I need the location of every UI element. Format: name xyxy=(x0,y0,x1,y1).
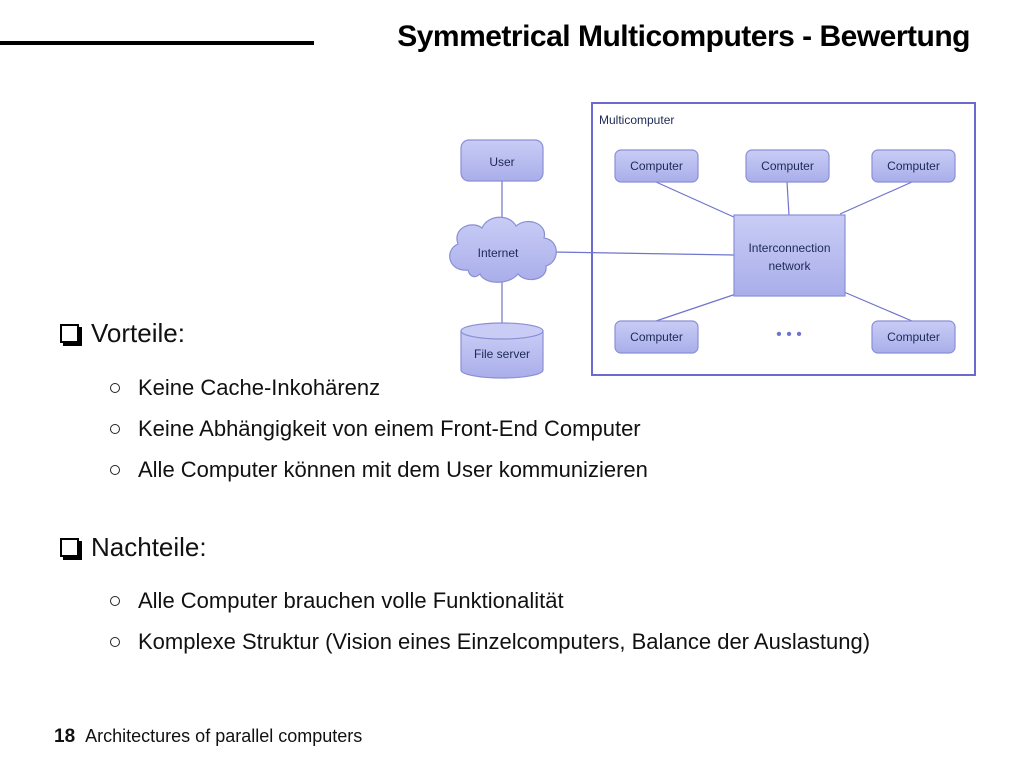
more-computers-ellipsis: • • • xyxy=(776,326,802,343)
computer-label: Computer xyxy=(761,159,814,173)
file-server-label: File server xyxy=(474,347,530,361)
edge-internet-interconnect xyxy=(552,251,735,256)
circle-bullet-icon xyxy=(110,464,120,475)
list-item-text: Komplexe Struktur (Vision eines Einzelco… xyxy=(138,628,871,654)
cons-heading: Nachteile: xyxy=(60,532,207,563)
title-rule xyxy=(0,41,314,45)
file-server-node: File server xyxy=(460,322,544,379)
multicomputer-label: Multicomputer xyxy=(599,113,674,127)
edge-computer-tl xyxy=(655,181,737,219)
circle-bullet-icon xyxy=(110,636,120,647)
page-number: 18 xyxy=(54,726,76,747)
footer-text: Architectures of parallel computers xyxy=(85,726,363,746)
internet-label: Internet xyxy=(478,246,519,260)
user-node: User xyxy=(460,139,544,182)
circle-bullet-icon xyxy=(110,382,120,393)
circle-bullet-icon xyxy=(110,423,120,434)
list-item-text: Keine Abhängigkeit von einem Front-End C… xyxy=(138,415,641,441)
computer-label: Computer xyxy=(887,159,940,173)
computer-node-top-right: Computer xyxy=(871,149,956,183)
list-item: Alle Computer können mit dem User kommun… xyxy=(108,449,648,490)
list-item-text: Keine Cache-Inkohärenz xyxy=(138,374,381,400)
checkbox-icon xyxy=(60,538,79,557)
pros-list: Keine Cache-Inkohärenz Keine Abhängigkei… xyxy=(108,367,648,490)
computer-node-bottom-right: Computer xyxy=(871,320,956,354)
user-label: User xyxy=(489,155,514,169)
edge-computer-br xyxy=(843,291,913,322)
computer-node-top-left: Computer xyxy=(614,149,699,183)
list-item: Keine Abhängigkeit von einem Front-End C… xyxy=(108,408,648,449)
interconnect-label-line2: network xyxy=(768,259,811,273)
interconnection-network-node: Interconnection network xyxy=(733,214,846,297)
checkbox-icon xyxy=(60,324,79,343)
computer-label: Computer xyxy=(630,330,683,344)
list-item-text: Alle Computer können mit dem User kommun… xyxy=(138,456,648,482)
computer-label: Computer xyxy=(630,159,683,173)
footer: 18 Architectures of parallel computers xyxy=(54,726,362,748)
computer-node-top-middle: Computer xyxy=(745,149,830,183)
cons-heading-label: Nachteile: xyxy=(91,532,207,562)
pros-heading: Vorteile: xyxy=(60,318,185,349)
list-item: Komplexe Struktur (Vision eines Einzelco… xyxy=(108,621,870,662)
edge-computer-tm xyxy=(786,181,790,216)
interconnect-label-line1: Interconnection xyxy=(748,241,830,255)
computer-label: Computer xyxy=(887,330,940,344)
edge-computer-tr xyxy=(839,181,913,215)
slide-title: Symmetrical Multicomputers - Bewertung xyxy=(397,20,970,53)
list-item: Keine Cache-Inkohärenz xyxy=(108,367,648,408)
internet-cloud: Internet xyxy=(449,216,557,283)
cons-list: Alle Computer brauchen volle Funktionali… xyxy=(108,580,870,662)
edge-computer-bl xyxy=(655,293,737,322)
circle-bullet-icon xyxy=(110,595,120,606)
pros-heading-label: Vorteile: xyxy=(91,318,185,348)
list-item-text: Alle Computer brauchen volle Funktionali… xyxy=(138,587,564,613)
computer-node-bottom-left: Computer xyxy=(614,320,699,354)
list-item: Alle Computer brauchen volle Funktionali… xyxy=(108,580,870,621)
